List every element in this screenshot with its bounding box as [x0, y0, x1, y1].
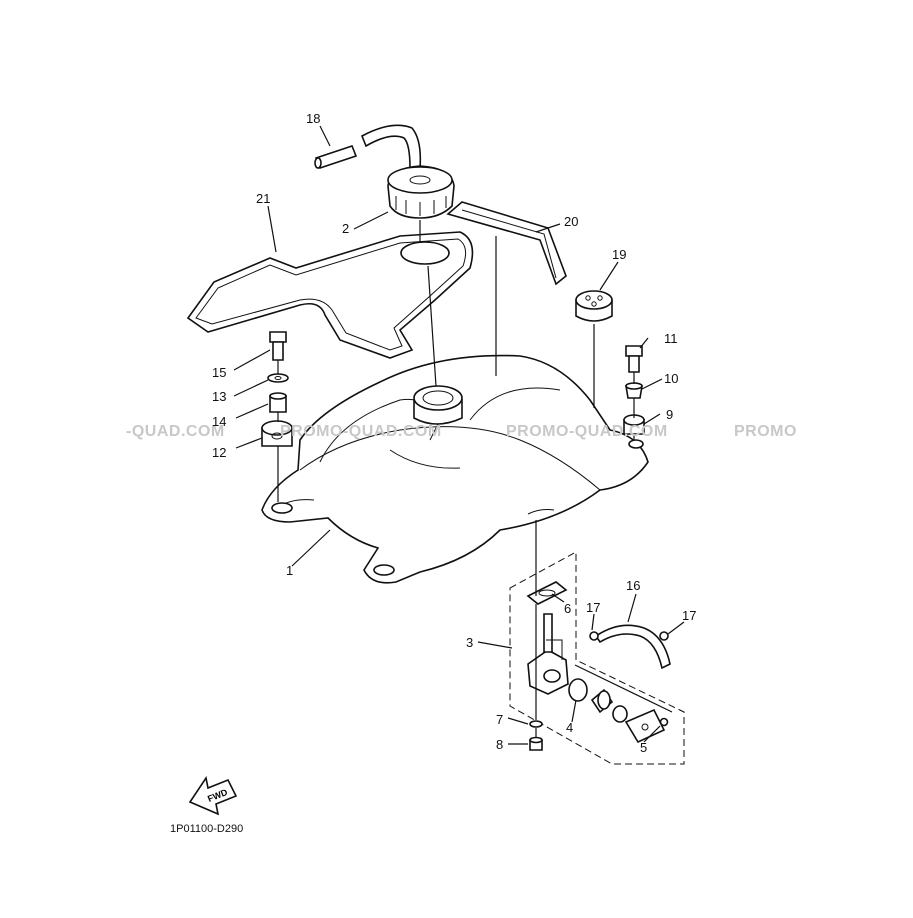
callout-14: 14	[212, 414, 226, 429]
assembly-lines	[277, 220, 673, 738]
tank-band-part-20	[446, 201, 567, 286]
callout-11: 11	[664, 331, 678, 346]
fuel-cap-part-2	[387, 165, 455, 219]
bolt-part-11	[625, 345, 643, 373]
watermark-text: PROMO	[734, 423, 797, 440]
fuel-hose-part-16	[594, 624, 671, 670]
fuel-cock-assembly-part-3	[509, 551, 685, 765]
tank-pad-part-21	[186, 231, 474, 359]
hose-clip-part-17	[589, 631, 669, 641]
callout-13: 13	[212, 389, 226, 404]
collar-part-10	[625, 382, 643, 399]
callout-5: 5	[640, 740, 647, 755]
watermark-text: -QUAD.COM	[126, 423, 225, 440]
watermark-text: PROMO-QUAD.COM	[506, 423, 668, 440]
callout-15: 15	[212, 365, 226, 380]
callout-17-right: 17	[682, 608, 696, 623]
callout-1: 1	[286, 563, 293, 578]
callout-2: 2	[342, 221, 349, 236]
fuel-tank-part-1	[261, 354, 649, 584]
callout-20: 20	[564, 214, 578, 229]
watermark-strip: -QUAD.COM PROMO-QUAD.COM PROMO-QUAD.COM …	[126, 423, 797, 440]
callout-6: 6	[564, 601, 571, 616]
callout-labels: 1 2 3 4 5 6 7 8 9 10 11 12 13 14 15 16 1…	[212, 111, 696, 755]
callout-16: 16	[626, 578, 640, 593]
damper-part-19	[575, 290, 613, 322]
grommet-part-9	[623, 414, 645, 435]
collar-part-14	[269, 392, 287, 413]
washer-part-13	[267, 373, 289, 383]
callout-17-upper: 17	[586, 600, 600, 615]
bolt-part-15	[269, 331, 287, 361]
callout-9: 9	[666, 407, 673, 422]
callout-8: 8	[496, 737, 503, 752]
callout-10: 10	[664, 371, 678, 386]
callout-leaders	[233, 125, 685, 745]
callout-7: 7	[496, 712, 503, 727]
callout-4: 4	[566, 720, 573, 735]
watermark-text: PROMO-QUAD.COM	[280, 423, 442, 440]
breather-tube-part-18	[314, 124, 422, 169]
diagram-code: 1P01100-D290	[170, 823, 243, 835]
grommet-part-12	[261, 420, 293, 447]
forward-arrow-icon: FWD	[188, 775, 238, 816]
callout-3: 3	[466, 635, 473, 650]
callout-19: 19	[612, 247, 626, 262]
callout-18: 18	[306, 111, 320, 126]
callout-12: 12	[212, 445, 226, 460]
callout-21: 21	[256, 191, 270, 206]
